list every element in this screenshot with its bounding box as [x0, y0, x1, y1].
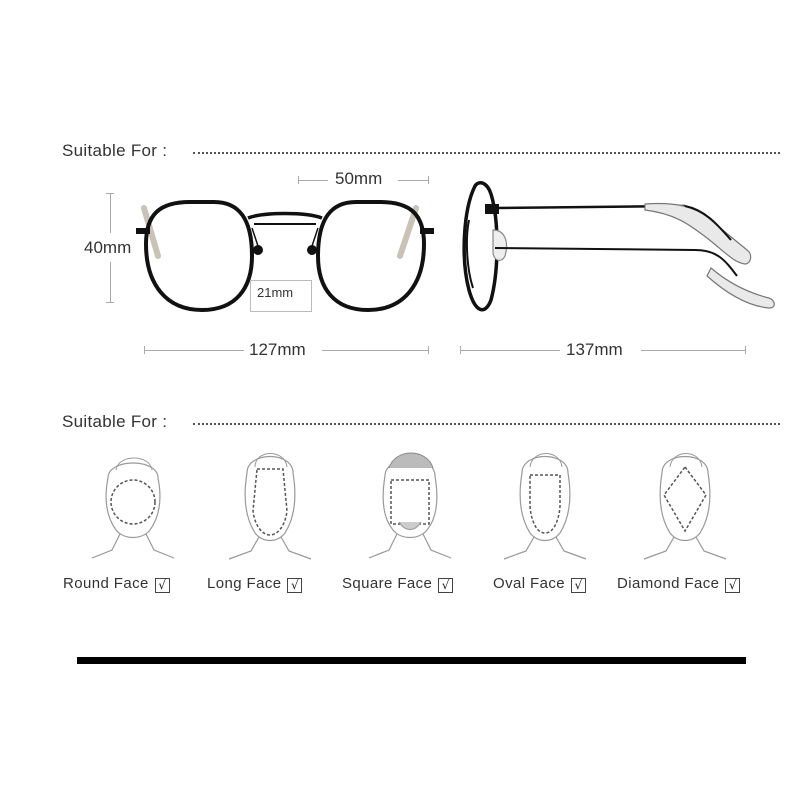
face-label: Long Face	[207, 575, 282, 592]
glasses-front-view	[136, 200, 434, 313]
face-label: Diamond Face	[617, 575, 720, 592]
dimension-line	[322, 350, 428, 351]
face-option-oval: Oval Face √	[493, 575, 586, 593]
checkbox-icon: √	[438, 578, 454, 593]
bottom-divider-bar	[77, 657, 746, 664]
section-title-face-shapes: Suitable For :	[62, 412, 168, 431]
dimension-line	[110, 262, 111, 302]
dimension-line	[460, 350, 560, 351]
dimension-line	[641, 350, 745, 351]
face-option-round: Round Face √	[63, 575, 170, 593]
dimension-tick	[106, 193, 114, 194]
face-label: Square Face	[342, 575, 433, 592]
dimension-line	[144, 350, 244, 351]
round-face-icon	[91, 457, 175, 559]
long-face-icon	[228, 453, 312, 560]
checkbox-icon: √	[154, 578, 170, 593]
checkbox-icon: √	[570, 578, 586, 593]
dotted-divider	[193, 423, 780, 425]
dimension-line	[298, 180, 328, 181]
square-face-icon	[368, 452, 452, 559]
dimension-tick	[106, 302, 114, 303]
face-option-long: Long Face √	[207, 575, 303, 593]
dimension-line	[110, 193, 111, 233]
section-title-dimensions: Suitable For :	[62, 141, 168, 160]
oval-face-icon	[503, 453, 587, 560]
lens-width-label: 50mm	[335, 169, 383, 188]
dimension-tick	[428, 176, 429, 184]
checkbox-icon: √	[725, 578, 741, 593]
diamond-face-icon	[643, 453, 727, 560]
dimension-tick	[298, 176, 299, 184]
dimension-tick	[745, 346, 746, 354]
face-option-square: Square Face √	[342, 575, 454, 593]
face-label: Oval Face	[493, 575, 565, 592]
dimension-tick	[144, 346, 145, 354]
dimension-tick	[460, 346, 461, 354]
dotted-divider	[193, 152, 780, 154]
glasses-side-view	[462, 180, 775, 312]
checkbox-icon: √	[287, 578, 303, 593]
bridge-dimension-box	[250, 280, 312, 312]
bridge-label: 21mm	[257, 285, 294, 300]
face-label: Round Face	[63, 575, 149, 592]
lens-height-label: 40mm	[84, 238, 132, 257]
dimension-tick	[428, 346, 429, 354]
dimension-line	[398, 180, 428, 181]
face-option-diamond: Diamond Face √	[617, 575, 741, 593]
frame-width-label: 127mm	[249, 340, 306, 359]
temple-length-label: 137mm	[566, 340, 623, 359]
